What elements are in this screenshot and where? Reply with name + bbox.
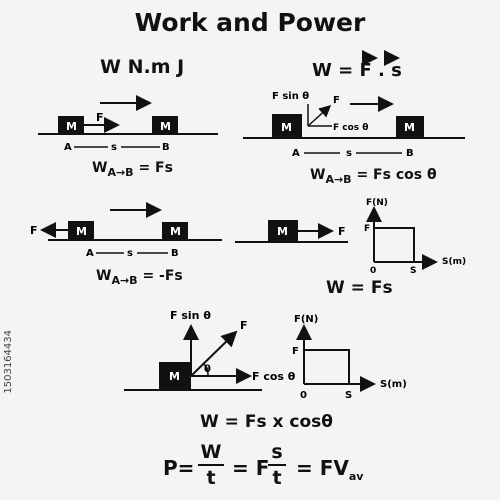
diagram-opposing-force: M M F A s B — [30, 202, 222, 259]
work-vector-equation: W = F . s — [312, 60, 402, 81]
graph-s-label-2: S — [345, 390, 352, 401]
mass-label-1: M — [66, 120, 77, 133]
diagram-angled-force: M M F sin θ F F cos θ A s B — [243, 91, 465, 159]
force-label-3: F — [30, 224, 38, 237]
theta-label: θ — [204, 364, 211, 375]
force-displacement-graph-1: F(N) S(m) F 0 S — [364, 198, 466, 276]
graph-x-label: S(m) — [442, 257, 466, 267]
displacement-label-3: s — [127, 248, 133, 259]
force-label-5: F — [240, 319, 248, 332]
diagram-force-block: M F — [235, 220, 348, 243]
graph-y-label-2: F(N) — [294, 314, 318, 325]
graph-f-label-2: F — [292, 346, 299, 357]
stock-id: 1503164434 — [3, 330, 14, 394]
graph-y-label: F(N) — [366, 198, 388, 208]
fraction-numerator-s: s — [271, 441, 283, 463]
displacement-label: s — [111, 142, 117, 153]
graph-origin-2: 0 — [300, 390, 307, 401]
point-a-label: A — [64, 142, 72, 153]
force-label-4: F — [338, 225, 346, 238]
point-b-label-2: B — [406, 148, 414, 159]
work-equation-fs: W = Fs — [326, 278, 393, 298]
graph-f-label: F — [364, 224, 370, 234]
mass-label-2: M — [160, 120, 171, 133]
diagram-horizontal-force: M M F A s B — [38, 95, 218, 153]
power-eq-f: = F — [232, 456, 270, 480]
graph-s-label: S — [410, 266, 416, 276]
point-a-label-3: A — [86, 248, 94, 259]
work-equation-fs-cos: W = Fs x cosθ — [200, 412, 333, 432]
f-cos-label-2: F cos θ — [252, 370, 296, 383]
f-sin-label-2: F sin θ — [170, 309, 211, 322]
force-displacement-graph-2: F(N) S(m) F 0 S — [292, 314, 407, 401]
power-eq-fv: = FVav — [296, 456, 364, 483]
mass-label-4: M — [404, 121, 415, 134]
graph-x-label-2: S(m) — [380, 379, 407, 390]
fraction-w-over-t: W t — [198, 441, 224, 489]
point-b-label: B — [162, 142, 170, 153]
point-a-label-2: A — [292, 148, 300, 159]
work-equation-3: WA→B = -Fs — [96, 268, 183, 287]
displacement-label-2: s — [346, 148, 352, 159]
fraction-s-over-t: s t — [268, 441, 286, 489]
mass-label-5: M — [76, 225, 87, 238]
work-equation-2: WA→B = Fs cos θ — [310, 167, 437, 186]
force-label-2: F — [333, 95, 340, 106]
fraction-denominator-t2: t — [272, 467, 282, 489]
power-p-label: P= — [163, 456, 195, 480]
work-equation-1: WA→B = Fs — [92, 160, 173, 179]
mass-label-3: M — [281, 121, 292, 134]
mass-label-6: M — [170, 225, 181, 238]
f-sin-label: F sin θ — [272, 91, 309, 102]
fraction-numerator-w: W — [200, 441, 222, 463]
diagram-force-components: M θ F sin θ F F cos θ — [124, 309, 296, 391]
angled-force-arrow-icon — [307, 104, 332, 127]
mass-label-7: M — [277, 225, 288, 238]
page-title: Work and Power — [134, 8, 366, 37]
force-label: F — [96, 111, 104, 124]
mass-label-8: M — [169, 370, 180, 383]
graph-origin: 0 — [370, 266, 376, 276]
point-b-label-3: B — [171, 248, 179, 259]
units-line: W N.m J — [100, 56, 185, 78]
fraction-denominator-t: t — [206, 467, 216, 489]
f-cos-label: F cos θ — [333, 123, 368, 133]
